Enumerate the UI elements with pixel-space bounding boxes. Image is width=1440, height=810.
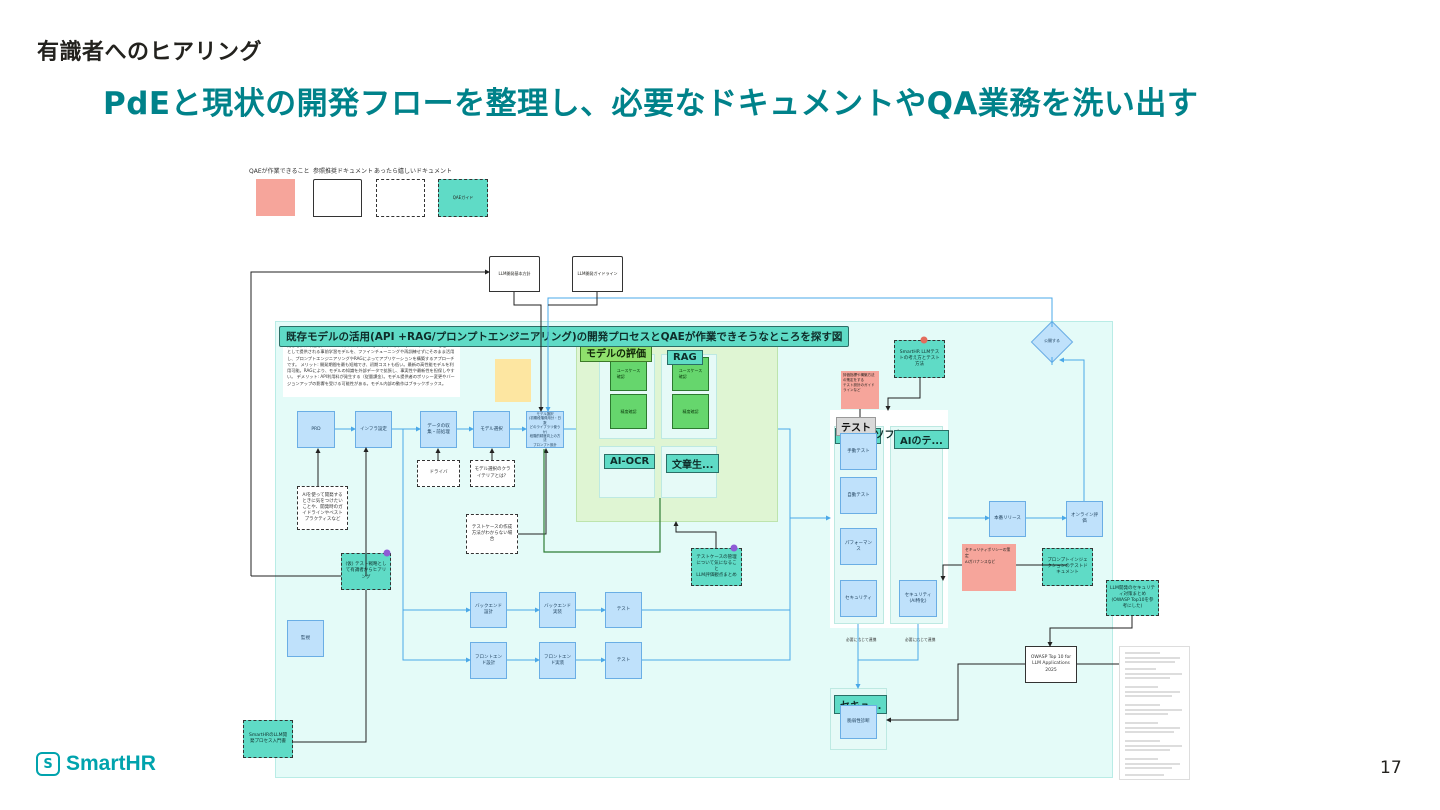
smarthr-logo-text: SmartHR: [66, 752, 156, 775]
box-online-eval: オンライン評価: [1066, 501, 1103, 537]
note-model-criteria: モデル選択のクライテリアとは？: [470, 460, 515, 487]
box-monitor: 監視: [287, 620, 324, 657]
note-ai-guideline: AIを使って開発するときに気をつけたいことや、開発時のガイドラインやベストプラク…: [297, 486, 348, 530]
smarthr-logo: S SmartHR: [36, 752, 156, 776]
note-llm-security: LLM開発のセキュリティ対策まとめ (OWASP Top10を参考にした): [1106, 580, 1159, 616]
legend-doc-icon: [313, 179, 362, 217]
box-model-select: モデル選択: [473, 411, 510, 448]
smarthr-logo-icon: S: [36, 752, 60, 776]
box-ai-security: セキュリティ (AI特化): [899, 580, 937, 617]
eval-label-rag: RAG: [667, 350, 703, 365]
top-doc-llm-guideline: LLM開発ガイドライン: [572, 256, 623, 292]
box-prd: PRD: [297, 411, 335, 448]
box-manual-test: 手動テスト: [840, 433, 877, 470]
legend-red-sticky: [256, 179, 295, 216]
owasp-doc-page: [1119, 646, 1190, 780]
legend-dashed-doc-icon: [376, 179, 425, 217]
box-infra: インフラ設定: [355, 411, 392, 448]
red-sticky-eval: 評価指標や構築方法の策定をする テスト設計のガイドラインなど: [841, 371, 879, 409]
top-doc-llm-policy: LLM開発基本方針: [489, 256, 540, 292]
slide-headline: PdEと現状の開発フローを整理し、必要なドキュメントやQA業務を洗い出す: [103, 86, 1199, 122]
doc-page-lines: [1125, 652, 1182, 776]
note-driver: ドライバ: [417, 460, 460, 487]
ai-test-label: AIのテ...: [894, 430, 949, 449]
eval-card-accuracy-1: 精度確認: [610, 394, 647, 429]
legend-teal-doc-icon: QAEガイド: [438, 179, 488, 217]
eval-card-usecase-1: ユースケース 確認: [610, 357, 647, 391]
eval-label-text-gen: 文章生...: [666, 454, 720, 473]
note-prompt-injection: プロンプトインジェクションのテストドキュメント: [1042, 548, 1093, 586]
eval-label-ocr: AI-OCR: [604, 454, 656, 469]
note-smarthr-llm-test: SmartHR LLMテストの考え方とテスト方法: [894, 340, 945, 378]
legend-label-reference: 参照推奨ドキュメント: [313, 168, 374, 175]
yellow-sticky-1: [495, 359, 531, 402]
red-sticky-security: セキュリティポリシーの策定 AIガバナンスなど: [962, 544, 1016, 591]
need-label-1: 必要に応じて連携: [846, 637, 877, 642]
box-auto-test: 自動テスト: [840, 477, 877, 514]
note-testcase-howto: テストケースの作成方法がわからない場合: [466, 514, 518, 554]
legend-label-qae: QAEが作業できること: [249, 168, 310, 175]
box-backend-design: バックエンド設計: [470, 592, 507, 628]
box-performance: パフォーマンス: [840, 528, 877, 565]
page-number: 17: [1380, 758, 1402, 778]
box-security: セキュリティ: [840, 580, 877, 617]
note-llm-dev-intro: SmartHRのLLM開発プロセス入門書: [243, 720, 293, 758]
box-backend-impl: バックエンド実装: [539, 592, 576, 628]
section-title: 有識者へのヒアリング: [37, 40, 263, 65]
box-frontend-impl: フロントエンド実装: [539, 642, 576, 679]
box-vuln-scan: 脆弱性診断: [840, 705, 877, 739]
note-llm-eval: テストケースの管理について気になること LLM評価観点まとめ: [691, 548, 742, 586]
publish-label: 公開する: [1044, 338, 1060, 343]
eval-card-accuracy-2: 精度確認: [672, 394, 709, 429]
box-data-prep: データの収集・前処理: [420, 411, 457, 448]
frame-title: 既存モデルの活用(API +RAG/プロンプトエンジニアリング)の開発プロセスと…: [279, 326, 850, 347]
legend-label-wishlist: あったら嬉しいドキュメント: [374, 168, 453, 175]
doc-owasp: OWASP Top 10 for LLM Applications 2025: [1025, 646, 1077, 683]
need-label-2: 必要に応じて連携: [905, 637, 936, 642]
